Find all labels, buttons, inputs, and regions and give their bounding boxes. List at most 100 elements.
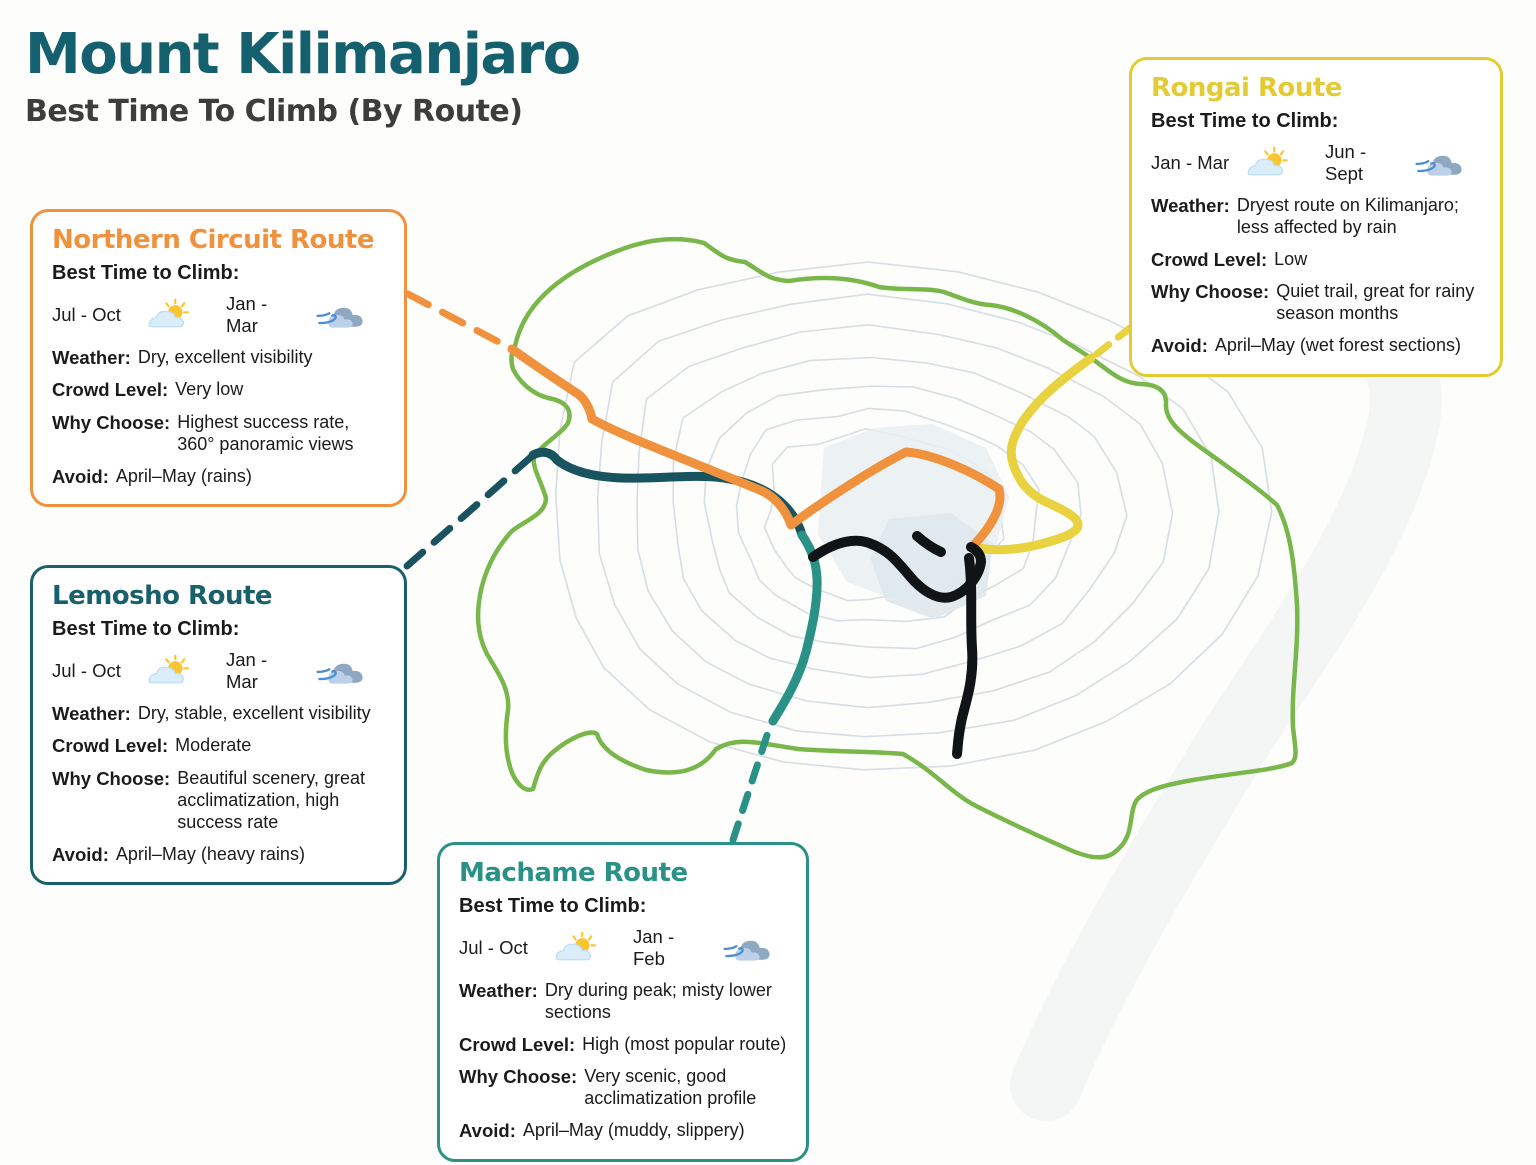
why-value: Highest success rate, 360° panoramic vie… bbox=[177, 412, 354, 454]
summit-trail-descent bbox=[952, 553, 978, 759]
avoid-label: Avoid: bbox=[1151, 335, 1208, 357]
contour-line bbox=[672, 356, 1128, 679]
weather-label: Weather: bbox=[1151, 194, 1230, 216]
why-label: Why Choose: bbox=[459, 1066, 578, 1088]
avoid-value: April–May (rains) bbox=[115, 465, 252, 486]
contour-line bbox=[636, 324, 1174, 709]
card-title: Northern Circuit Route bbox=[52, 225, 375, 255]
avoid-value: April–May (wet forest sections) bbox=[1214, 335, 1461, 356]
why-row: Why Choose: Beautiful scenery, great acc… bbox=[52, 768, 385, 834]
weather-label: Weather: bbox=[52, 346, 131, 368]
best-time-months: Jul - Oct Jan - Mar bbox=[52, 649, 385, 693]
avoid-label: Avoid: bbox=[52, 843, 109, 865]
season-windy-label: Jan - Feb bbox=[633, 925, 675, 969]
avoid-row: Avoid: April–May (wet forest sections) bbox=[1151, 335, 1481, 358]
header: Mount Kilimanjaro Best Time To Climb (By… bbox=[25, 22, 581, 129]
best-time-months: Jan - Mar Jun - Sept bbox=[1151, 141, 1481, 185]
card-title: Machame Route bbox=[459, 858, 688, 888]
weather-label: Weather: bbox=[459, 979, 538, 1001]
route-summit-trail bbox=[808, 531, 986, 759]
contour-line bbox=[703, 385, 1082, 650]
crowd-value: High (most popular route) bbox=[582, 1033, 787, 1054]
weather-label: Weather: bbox=[52, 702, 131, 724]
crowd-row: Crowd Level: Low bbox=[1151, 249, 1481, 272]
crowd-value: Moderate bbox=[175, 735, 252, 756]
contour-line bbox=[596, 293, 1220, 738]
best-time-label: Best Time to Climb: bbox=[459, 894, 647, 917]
card-rongai: Rongai Route Best Time to Climb: Jan - M… bbox=[1129, 57, 1503, 377]
weather-value: Dry, stable, excellent visibility bbox=[137, 702, 371, 723]
crowd-value: Low bbox=[1274, 248, 1308, 269]
partly-sunny-icon bbox=[1241, 145, 1295, 181]
card-title: Rongai Route bbox=[1151, 73, 1342, 103]
card-title: Lemosho Route bbox=[52, 581, 273, 611]
best-time-months: Jul - Oct Jan - Feb bbox=[459, 926, 787, 970]
route-northern-circuit-line bbox=[507, 344, 1005, 551]
windy-cloud-icon bbox=[721, 930, 775, 966]
windy-cloud-icon bbox=[1413, 145, 1467, 181]
weather-row: Weather: Dryest route on Kilimanjaro; le… bbox=[1151, 195, 1481, 239]
page-subtitle: Best Time To Climb (By Route) bbox=[25, 93, 523, 129]
card-machame: Machame Route Best Time to Climb: Jul - … bbox=[437, 842, 809, 1162]
connector-rongai-dashed bbox=[1089, 324, 1134, 361]
weather-value: Dry, excellent visibility bbox=[137, 346, 313, 367]
crowd-label: Crowd Level: bbox=[52, 379, 169, 401]
crowd-row: Crowd Level: Very low bbox=[52, 379, 385, 402]
route-rongai-line bbox=[969, 353, 1096, 555]
crowd-row: Crowd Level: High (most popular route) bbox=[459, 1034, 787, 1057]
season-dry-label: Jul - Oct bbox=[459, 936, 528, 958]
windy-cloud-icon bbox=[314, 653, 368, 689]
card-lemosho: Lemosho Route Best Time to Climb: Jul - … bbox=[30, 565, 407, 886]
watermark-swoosh bbox=[1010, 242, 1442, 1121]
weather-row: Weather: Dry, excellent visibility bbox=[52, 347, 385, 370]
partly-sunny-icon bbox=[549, 930, 603, 966]
why-label: Why Choose: bbox=[1151, 281, 1270, 303]
summit-trail-spur bbox=[912, 531, 946, 557]
why-row: Why Choose: Quiet trail, great for rainy… bbox=[1151, 281, 1481, 325]
summit-trail-loop bbox=[808, 535, 986, 603]
weather-value: Dryest route on Kilimanjaro; less affect… bbox=[1236, 194, 1459, 237]
park-boundary-line bbox=[475, 236, 1300, 860]
why-row: Why Choose: Highest success rate, 360° p… bbox=[52, 412, 385, 456]
crowd-label: Crowd Level: bbox=[459, 1033, 576, 1055]
avoid-row: Avoid: April–May (rains) bbox=[52, 466, 385, 489]
why-row: Why Choose: Very scenic, good acclimatiz… bbox=[459, 1066, 787, 1110]
card-northern-circuit: Northern Circuit Route Best Time to Clim… bbox=[30, 209, 407, 508]
avoid-label: Avoid: bbox=[52, 465, 109, 487]
connector-northern-dashed bbox=[404, 290, 514, 352]
why-label: Why Choose: bbox=[52, 768, 171, 790]
season-windy-label: Jun - Sept bbox=[1325, 140, 1367, 184]
page-title: Mount Kilimanjaro bbox=[25, 22, 581, 87]
why-value: Quiet trail, great for rainy season mont… bbox=[1276, 281, 1475, 324]
crowd-row: Crowd Level: Moderate bbox=[52, 735, 385, 758]
best-time-label: Best Time to Climb: bbox=[1151, 109, 1339, 132]
avoid-row: Avoid: April–May (heavy rains) bbox=[52, 844, 385, 867]
weather-value: Dry during peak; misty lower sections bbox=[544, 979, 772, 1022]
windy-cloud-icon bbox=[314, 297, 368, 333]
best-time-label: Best Time to Climb: bbox=[52, 617, 240, 640]
weather-row: Weather: Dry during peak; misty lower se… bbox=[459, 980, 787, 1024]
best-time-months: Jul - Oct Jan - Mar bbox=[52, 293, 385, 337]
crowd-label: Crowd Level: bbox=[52, 735, 169, 757]
partly-sunny-icon bbox=[142, 297, 196, 333]
avoid-value: April–May (heavy rains) bbox=[115, 843, 305, 864]
season-windy-label: Jan - Mar bbox=[226, 292, 268, 336]
season-windy-label: Jan - Mar bbox=[226, 648, 268, 692]
crowd-label: Crowd Level: bbox=[1151, 248, 1268, 270]
weather-row: Weather: Dry, stable, excellent visibili… bbox=[52, 703, 385, 726]
avoid-row: Avoid: April–May (muddy, slippery) bbox=[459, 1120, 787, 1143]
partly-sunny-icon bbox=[142, 653, 196, 689]
best-time-label: Best Time to Climb: bbox=[52, 261, 240, 284]
crowd-value: Very low bbox=[175, 379, 244, 400]
why-value: Beautiful scenery, great acclimatization… bbox=[177, 768, 365, 832]
contour-lines bbox=[554, 261, 1273, 771]
season-dry-label: Jul - Oct bbox=[52, 659, 121, 681]
season-dry-label: Jul - Oct bbox=[52, 303, 121, 325]
connector-lemosho-dashed bbox=[403, 453, 535, 570]
why-label: Why Choose: bbox=[52, 412, 171, 434]
contour-line bbox=[735, 407, 1040, 623]
avoid-value: April–May (muddy, slippery) bbox=[522, 1120, 745, 1141]
contour-line bbox=[554, 261, 1273, 771]
why-value: Very scenic, good acclimatization profil… bbox=[584, 1066, 757, 1109]
connector-machame-dashed bbox=[729, 719, 775, 844]
